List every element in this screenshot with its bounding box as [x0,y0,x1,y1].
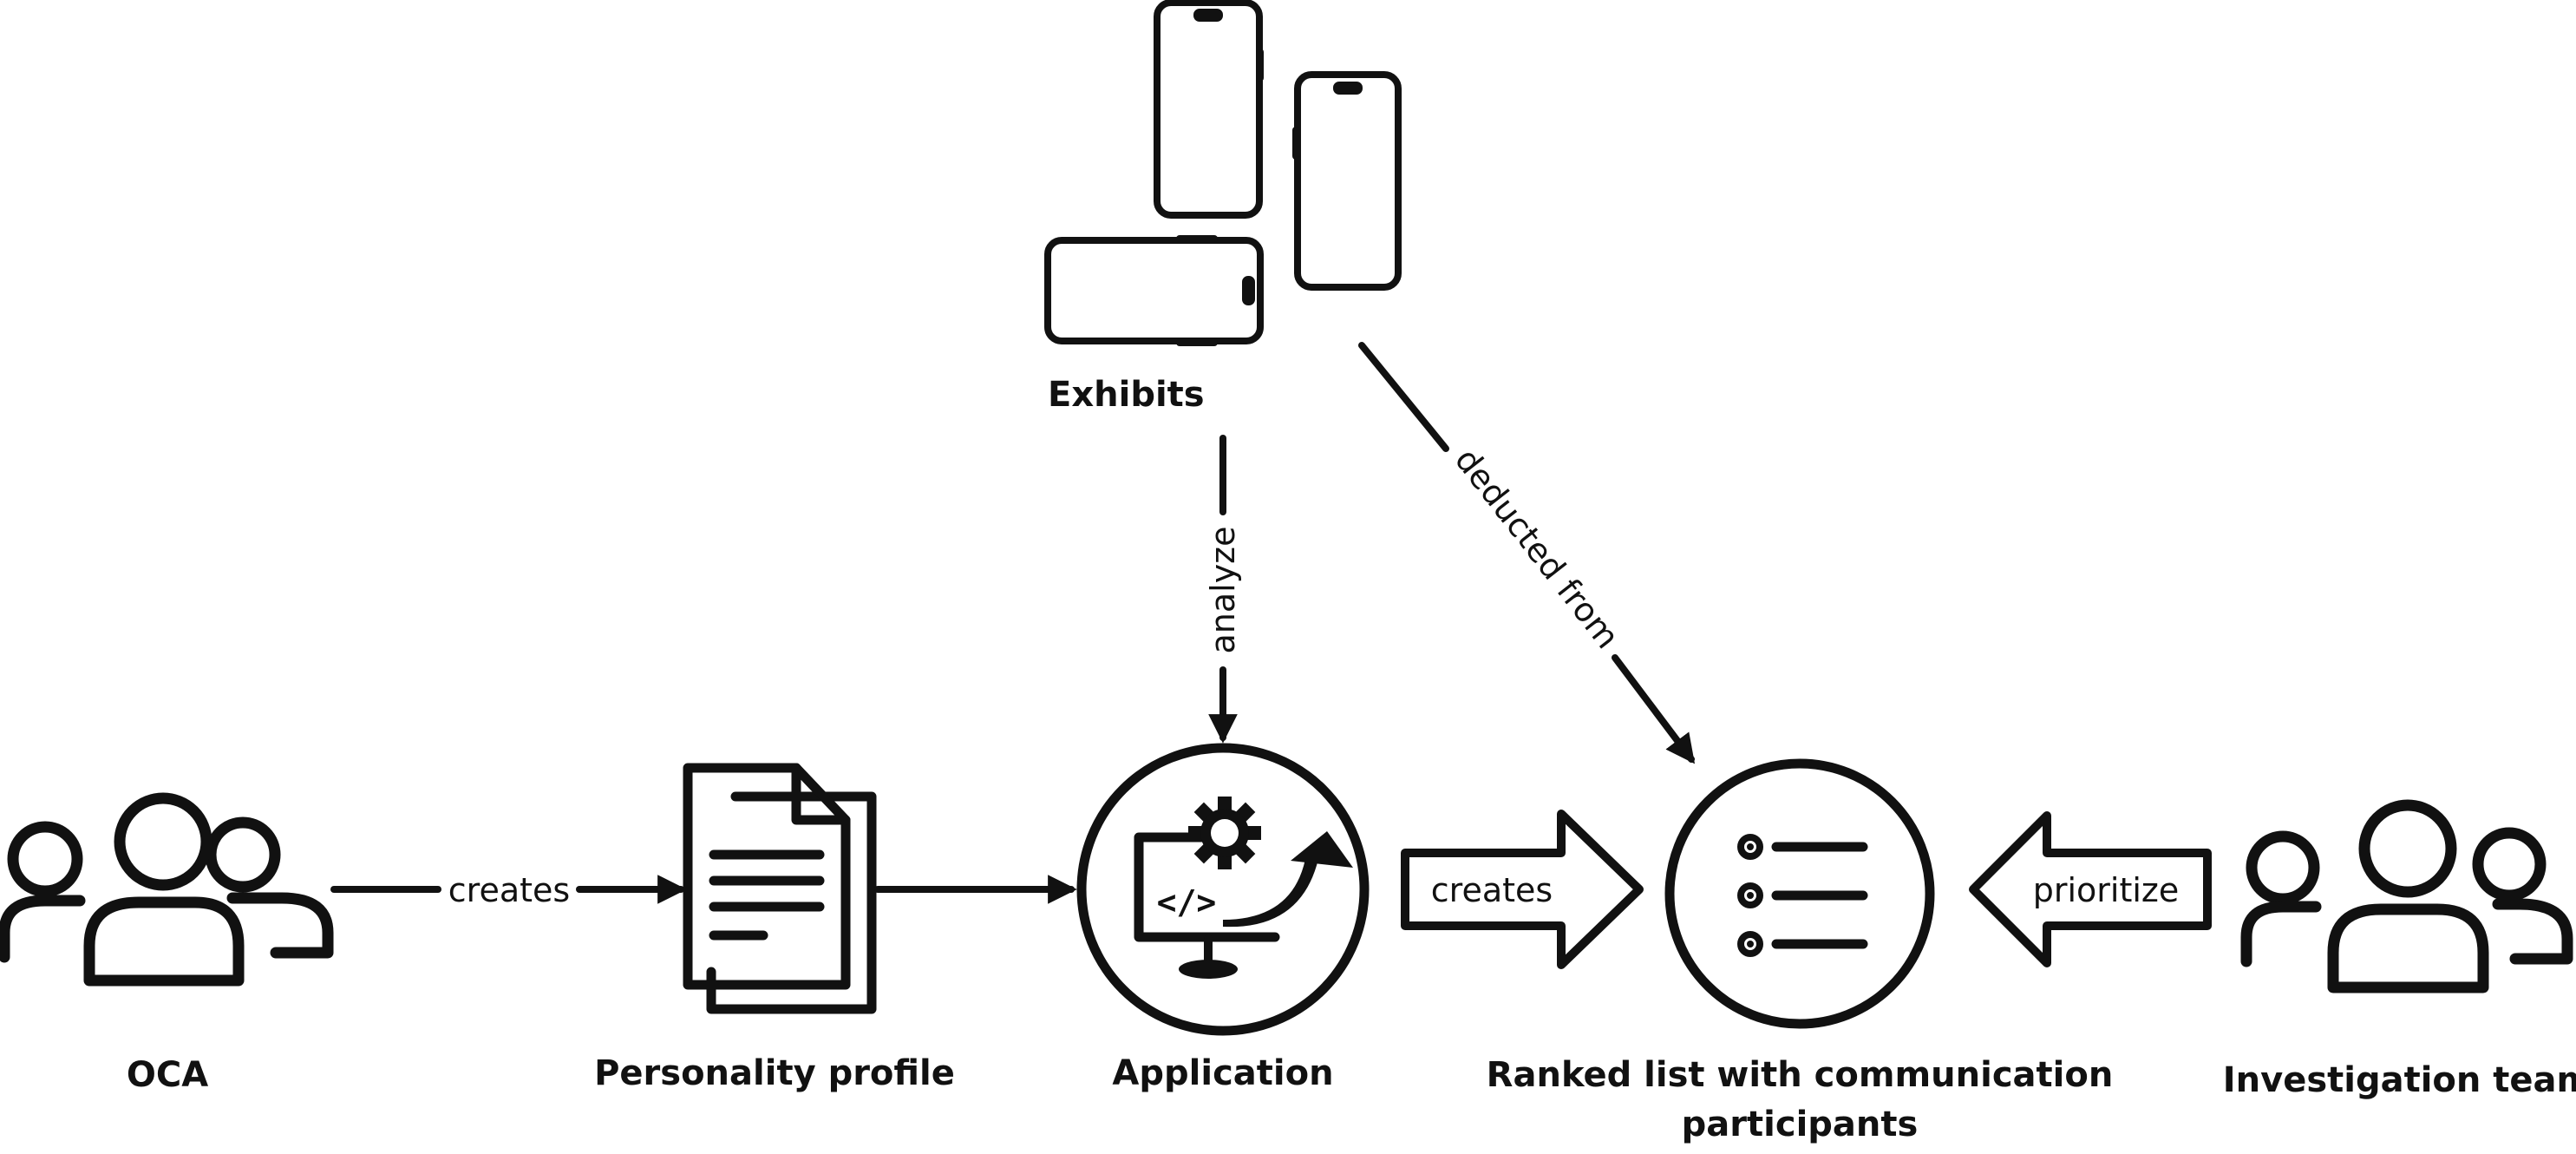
edge-application-to-list: creates [1401,810,1644,969]
gear-icon [1188,797,1261,869]
application-label: Application [1112,1053,1333,1093]
ranked-list-label-line1: Ranked list with communication [1487,1055,2114,1095]
oca-people-icon [0,792,334,987]
team-people-icon [2240,799,2573,993]
edge-oca-to-profile: creates [330,871,687,909]
edge-label-analyze: analyze [1204,526,1242,653]
edge-label-creates-profile: creates [448,871,570,909]
ranked-list-label-line2: participants [1682,1105,1919,1144]
edge-label-deducted-from: deducted from [1448,441,1627,655]
team-label: Investigation team [2223,1060,2576,1100]
smartphones-icon [1044,0,1402,346]
document-icon [683,763,877,1014]
software-monitor-icon: </> [1134,797,1353,979]
application-node: </> [1076,743,1370,1036]
oca-label: OCA [127,1055,208,1095]
curved-arrow-icon [1223,831,1353,928]
bullet-list-icon [1737,834,1868,957]
edge-exhibits-to-application: analyze [1204,435,1242,744]
edge-label-creates-list: creates [1431,871,1553,909]
ranked-list-node [1664,758,1935,1029]
edge-label-prioritize: prioritize [2033,871,2180,909]
profile-label: Personality profile [594,1053,955,1093]
code-symbol: </> [1157,883,1217,921]
edge-team-to-list: prioritize [1969,811,2212,967]
edge-exhibits-to-list: deducted from [1358,342,1696,764]
exhibits-label: Exhibits [1048,375,1205,415]
